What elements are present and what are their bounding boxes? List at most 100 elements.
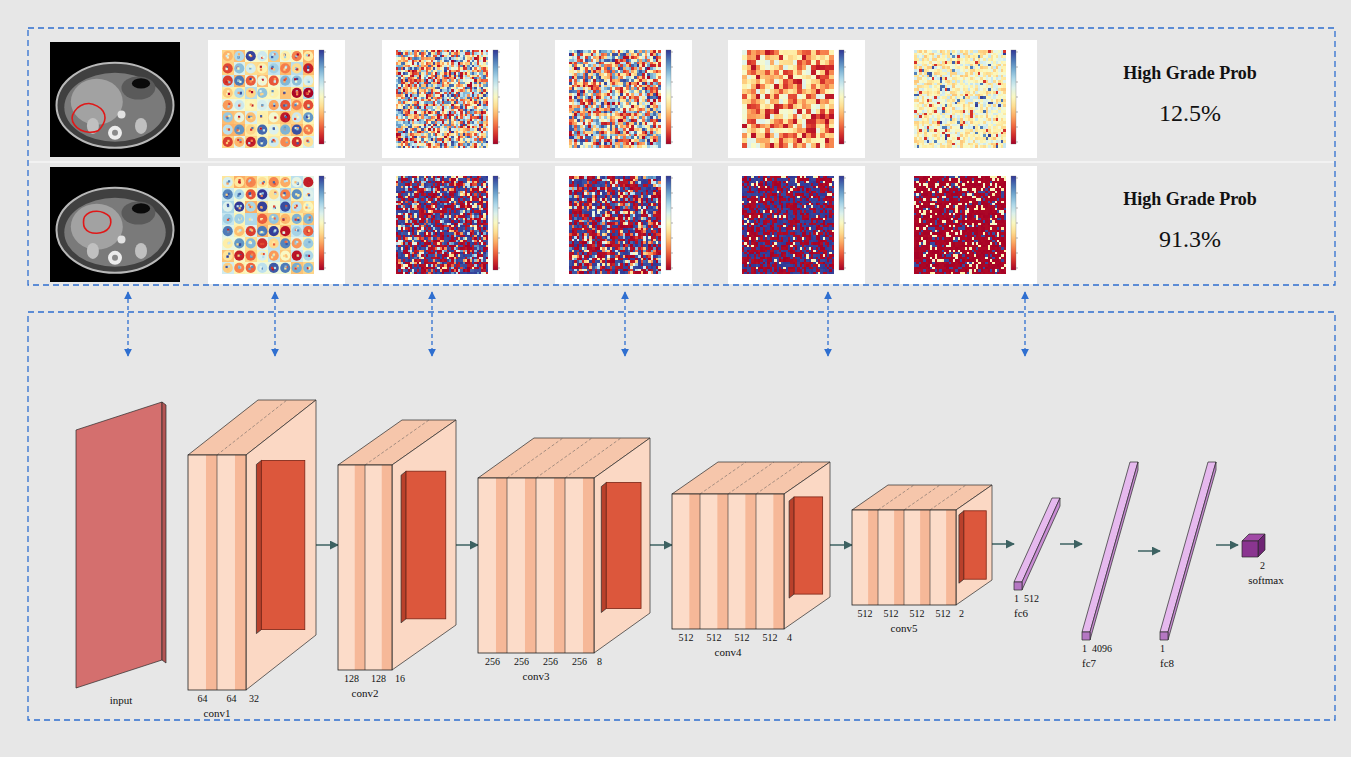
- block-slab: [904, 510, 930, 605]
- probability-label: High Grade Prob12.5%: [1080, 64, 1300, 144]
- flow-arrow: [1216, 544, 1238, 546]
- layer-name: conv2: [352, 687, 379, 699]
- conv-block: 2562562562568conv3: [478, 438, 650, 687]
- feature-map: [382, 166, 519, 284]
- slab-edge: [728, 494, 729, 629]
- block-slab: [756, 494, 784, 629]
- dimension-number: 128: [371, 673, 386, 684]
- dimension-number: 64: [227, 693, 237, 704]
- block-slab: [773, 494, 784, 629]
- layer-shape: [1082, 462, 1138, 640]
- hidden-edge: [536, 438, 592, 478]
- prob-value: 12.5%: [1159, 100, 1221, 126]
- layer-shape: [852, 485, 992, 605]
- block-slab: [700, 494, 728, 629]
- block-slab: [478, 478, 507, 653]
- block-slab: [894, 510, 904, 605]
- block-slab: [930, 510, 956, 605]
- dimension-number: 1: [1082, 643, 1087, 654]
- dashed-arrow: [127, 292, 128, 356]
- dimension-number: 32: [249, 693, 259, 704]
- block-slab: [689, 494, 700, 629]
- block-slab: [338, 465, 365, 670]
- layer-shape: [76, 402, 166, 688]
- dimension-number: 512: [884, 608, 899, 619]
- layer-name: fc6: [1014, 607, 1028, 619]
- feature-map: [208, 166, 345, 284]
- dashed-arrow: [827, 292, 828, 356]
- prob-value: 91.3%: [1159, 226, 1221, 252]
- input-layer: input: [76, 402, 166, 722]
- dimension-number: 512: [936, 608, 951, 619]
- block-outline: [338, 465, 392, 670]
- ct-image: [50, 167, 180, 282]
- block-slab: [728, 494, 756, 629]
- block-slab: [852, 510, 878, 605]
- fc-bar: [1160, 632, 1168, 640]
- dashed-arrow: [1024, 292, 1025, 356]
- layer-shape: [478, 438, 650, 653]
- pool-plane: [606, 482, 641, 608]
- block-slab: [946, 510, 956, 605]
- softmax-cube: [1258, 534, 1265, 557]
- dimension-number: 512: [1024, 593, 1039, 604]
- hidden-edge: [217, 400, 287, 455]
- feature-map: [555, 166, 692, 284]
- layer-name: conv4: [715, 646, 742, 658]
- block-slab: [878, 510, 904, 605]
- hidden-edge: [365, 420, 429, 465]
- dimension-number: 256: [485, 656, 500, 667]
- fc-bar: [1090, 462, 1138, 640]
- feature-map: [900, 166, 1037, 284]
- conv-block: 5125125125124conv4: [672, 462, 830, 663]
- dimension-number: 512: [763, 632, 778, 643]
- fc-layer: 14096fc7: [1082, 462, 1138, 674]
- block-face: [594, 438, 650, 653]
- fc-bar: [1160, 462, 1216, 632]
- block-slab: [717, 494, 728, 629]
- dimension-number: 1: [1014, 593, 1019, 604]
- layer-name: conv1: [204, 707, 231, 719]
- layer-name: conv5: [891, 622, 918, 634]
- block-slab: [583, 478, 594, 653]
- pool-plane: [256, 460, 261, 633]
- block-outline: [478, 478, 594, 653]
- slab-edge: [930, 510, 931, 605]
- dimension-number: 512: [679, 632, 694, 643]
- block-slab: [672, 494, 700, 629]
- block-slab: [365, 465, 392, 670]
- block-face: [246, 400, 316, 690]
- pool-plane: [794, 496, 823, 593]
- dimension-number: 512: [910, 608, 925, 619]
- pool-plane: [261, 460, 304, 629]
- layer-shape: [1238, 534, 1294, 557]
- block-outline: [852, 510, 956, 605]
- conv-block: 5125125125122conv5: [852, 485, 992, 639]
- block-slab: [188, 455, 217, 690]
- layer-shape: [188, 400, 316, 690]
- block-slab: [920, 510, 930, 605]
- block-slab: [868, 510, 878, 605]
- fc-layer: 1 512 fc6: [1014, 498, 1060, 624]
- dimension-number: 1: [1160, 643, 1165, 654]
- flow-arrow: [316, 544, 338, 546]
- fc-bar: [1168, 462, 1216, 640]
- flow-arrow: [830, 544, 852, 546]
- fc-bar: [1082, 632, 1090, 640]
- slab-edge: [878, 510, 879, 605]
- slab-edge: [700, 494, 701, 629]
- feature-map: [208, 40, 345, 158]
- hidden-edge: [904, 485, 940, 510]
- feature-map: [728, 166, 865, 284]
- slab-edge: [536, 478, 537, 653]
- pool-plane: [964, 511, 986, 579]
- block-slab: [382, 465, 392, 670]
- dimension-number: 128: [344, 673, 359, 684]
- pool-plane: [601, 482, 606, 612]
- softmax-cube: [1242, 541, 1258, 557]
- layer-name: softmax: [1248, 574, 1283, 586]
- layer-shape: [338, 420, 456, 670]
- flow-arrow: [650, 544, 672, 546]
- pool-plane: [789, 496, 794, 597]
